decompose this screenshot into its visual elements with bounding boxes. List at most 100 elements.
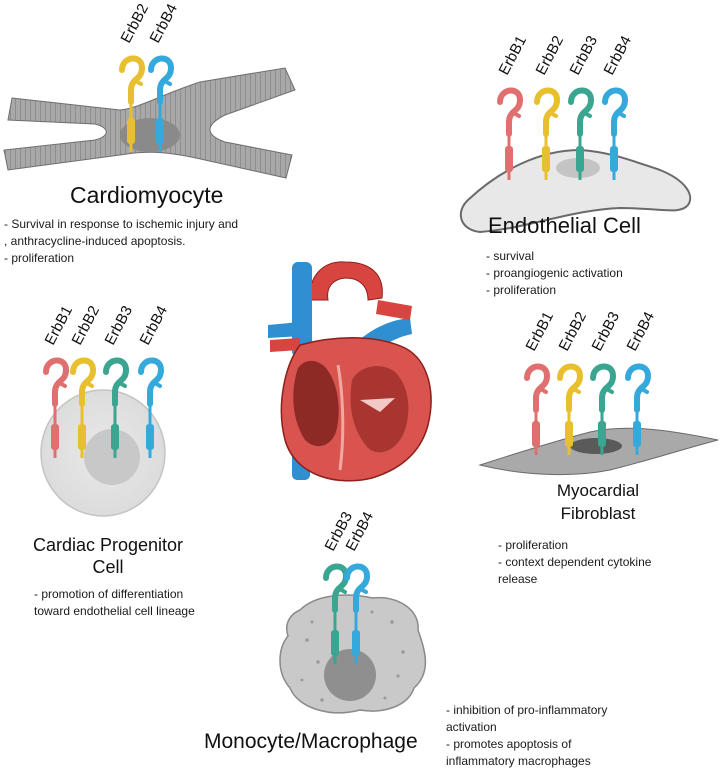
receptor-kinase [146, 424, 154, 450]
cardiomyocyte-cell [3, 67, 296, 179]
progenitor-title-line2: Cell [92, 557, 123, 577]
macrophage-granules [300, 610, 405, 702]
pulmonary-vein-right [376, 300, 412, 320]
receptor-flick [56, 380, 67, 388]
note-line: - survival [486, 249, 535, 263]
receptor-flick [638, 386, 649, 394]
receptor-flick [83, 380, 94, 388]
progenitor-nucleus [84, 429, 140, 485]
note-line: - inhibition of pro-inflammatory [446, 703, 608, 717]
receptor-label: ErbB1 [496, 33, 531, 78]
receptor-label: ErbB3 [567, 33, 602, 78]
note-line: release [498, 572, 538, 586]
note-line: activation [446, 720, 497, 734]
receptor-flick [547, 110, 558, 118]
macrophage-title: Monocyte/Macrophage [204, 730, 418, 753]
receptor-kinase [127, 118, 135, 144]
note-line: - proliferation [4, 251, 75, 265]
receptor-label: ErbB4 [624, 309, 659, 354]
receptor-label: ErbB2 [556, 309, 591, 354]
receptor-kinase [156, 118, 164, 144]
fibroblast-notes: - proliferation - context dependent cyto… [498, 537, 651, 588]
receptor-hook [534, 87, 561, 137]
macrophage-nucleus [324, 649, 376, 701]
receptor-flick [537, 386, 548, 394]
note-line: toward endothelial cell lineage [34, 604, 195, 618]
progenitor-title-line1: Cardiac Progenitor [33, 535, 183, 555]
receptor-hook [602, 87, 629, 137]
endothelial-title: Endothelial Cell [488, 213, 641, 238]
heart-valve [360, 398, 395, 412]
receptor-kinase [565, 421, 573, 447]
receptor-hook [103, 357, 130, 407]
receptor-kinase [542, 146, 550, 172]
receptor-flick [570, 386, 581, 394]
receptor-label: ErbB3 [102, 303, 137, 348]
fibroblast-nucleus [570, 438, 622, 454]
receptor-hook [625, 363, 652, 413]
fibroblast-cell [478, 427, 719, 476]
receptor-kinase [610, 146, 618, 172]
receptor-flick [510, 110, 521, 118]
receptor-kinase [331, 630, 339, 656]
receptor-kinase [576, 146, 584, 172]
receptor-erbb1: ErbB1 [496, 33, 531, 180]
receptor-flick [581, 110, 592, 118]
note-line: - promotes apoptosis of [446, 737, 572, 751]
receptor-kinase [633, 421, 641, 447]
receptor-kinase [598, 421, 606, 447]
fibroblast-title-line2: Fibroblast [561, 504, 636, 523]
receptor-hook [568, 87, 595, 137]
receptor-hook [557, 363, 584, 413]
heart-septum [336, 364, 345, 471]
heart-chamber-left [293, 360, 339, 447]
receptor-kinase [51, 424, 59, 450]
receptor-flick [615, 110, 626, 118]
receptor-hook [148, 55, 175, 105]
receptor-kinase [111, 424, 119, 450]
receptor-hook [70, 357, 97, 407]
receptor-label: ErbB3 [589, 309, 624, 354]
cardiomyocyte-notes: - Survival in response to ischemic injur… [4, 216, 238, 267]
receptor-hook [497, 87, 524, 137]
receptor-kinase [78, 424, 86, 450]
receptor-flick [132, 78, 143, 86]
receptor-hook [138, 357, 165, 407]
receptor-flick [116, 380, 127, 388]
receptor-kinase [352, 630, 360, 656]
note-line: - proliferation [486, 283, 557, 297]
receptor-kinase [505, 146, 513, 172]
receptor-label: ErbB1 [523, 309, 558, 354]
receptor-label: ErbB4 [147, 1, 182, 46]
note-line: - proliferation [498, 538, 569, 552]
macrophage-notes: - inhibition of pro-inflammatory activat… [446, 702, 607, 770]
receptor-hook [43, 357, 70, 407]
receptor-label: ErbB4 [137, 303, 172, 348]
note-line: - Survival in response to ischemic injur… [4, 217, 239, 231]
receptor-label: ErbB2 [533, 33, 568, 78]
receptor-flick [336, 586, 347, 594]
receptor-hook [524, 363, 551, 413]
progenitor-cell [40, 389, 166, 517]
note-line: - promotion of differentiation [34, 587, 184, 601]
progenitor-notes: - promotion of differentiation toward en… [34, 586, 195, 620]
artery-branch [270, 338, 300, 352]
receptor-label: ErbB4 [601, 33, 636, 78]
pulmonary-vein-left [268, 322, 302, 338]
endothelial-body [459, 148, 692, 234]
endothelial-notes: - survival - proangiogenic activation - … [486, 248, 623, 299]
heart-illustration [268, 261, 432, 482]
note-line: - context dependent cytokine [498, 555, 652, 569]
receptor-flick [151, 380, 162, 388]
receptor-hook [119, 55, 146, 105]
note-line: - proangiogenic activation [486, 266, 623, 280]
receptor-erbb1: ErbB1 [523, 309, 558, 455]
note-line: , anthracycline-induced apoptosis. [4, 234, 186, 248]
fibroblast-title-line1: Myocardial [557, 481, 639, 500]
cardiomyocyte-title: Cardiomyocyte [70, 182, 223, 208]
receptor-hook [344, 563, 371, 613]
receptor-flick [603, 386, 614, 394]
receptor-hook [590, 363, 617, 413]
aorta [309, 261, 383, 301]
